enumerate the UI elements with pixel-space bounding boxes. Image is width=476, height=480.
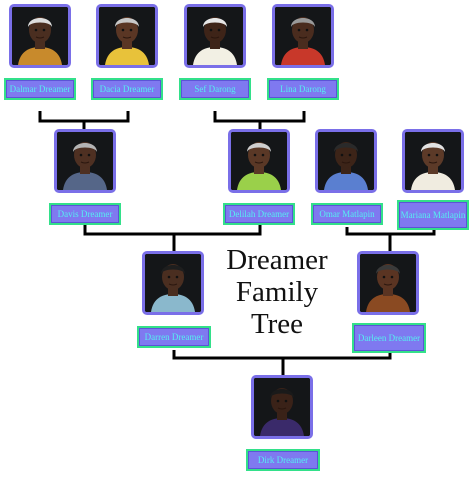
sim-figure-icon xyxy=(12,7,68,65)
sim-figure-icon xyxy=(231,132,287,190)
name-label-darleen: Darleen Dreamer xyxy=(352,323,426,353)
name-label-dirk: Dirk Dreamer xyxy=(246,449,320,471)
sim-figure-icon xyxy=(254,378,310,436)
sim-figure-icon xyxy=(275,7,331,65)
title-line-2: Family xyxy=(235,276,319,308)
name-label-dacia: Dacia Dreamer xyxy=(91,78,163,100)
sim-figure-icon xyxy=(187,7,243,65)
portrait-omar xyxy=(315,129,377,193)
sim-figure-icon xyxy=(405,132,461,190)
couple-line-dalmar-dacia xyxy=(38,111,130,123)
name-label-omar: Omar Matlapin xyxy=(311,203,383,225)
sim-figure-icon xyxy=(145,254,201,312)
sim-figure-icon xyxy=(99,7,155,65)
couple-line-sef-lina xyxy=(213,111,306,123)
sim-figure-icon xyxy=(318,132,374,190)
sim-figure-icon xyxy=(57,132,113,190)
title-line-1: Dreamer xyxy=(226,244,328,276)
portrait-dalmar xyxy=(9,4,71,68)
portrait-lina xyxy=(272,4,334,68)
name-label-delilah: Delilah Dreamer xyxy=(223,203,295,225)
name-label-davis: Davis Dreamer xyxy=(49,203,121,225)
title-line-3: Tree xyxy=(250,308,304,340)
name-label-lina: Lina Darong xyxy=(267,78,339,100)
portrait-dirk xyxy=(251,375,313,439)
portrait-delilah xyxy=(228,129,290,193)
sim-figure-icon xyxy=(360,254,416,312)
portrait-sef xyxy=(184,4,246,68)
diagram-title: Dreamer Family Tree xyxy=(218,244,336,340)
portrait-mariana xyxy=(402,129,464,193)
name-label-mariana: Mariana Matlapin xyxy=(397,200,469,230)
portrait-dacia xyxy=(96,4,158,68)
name-label-darren: Darren Dreamer xyxy=(137,326,211,348)
name-label-sef: Sef Darong xyxy=(179,78,251,100)
portrait-darren xyxy=(142,251,204,315)
couple-line-davis-delilah xyxy=(83,225,262,236)
portrait-darleen xyxy=(357,251,419,315)
name-label-dalmar: Dalmar Dreamer xyxy=(4,78,76,100)
portrait-davis xyxy=(54,129,116,193)
